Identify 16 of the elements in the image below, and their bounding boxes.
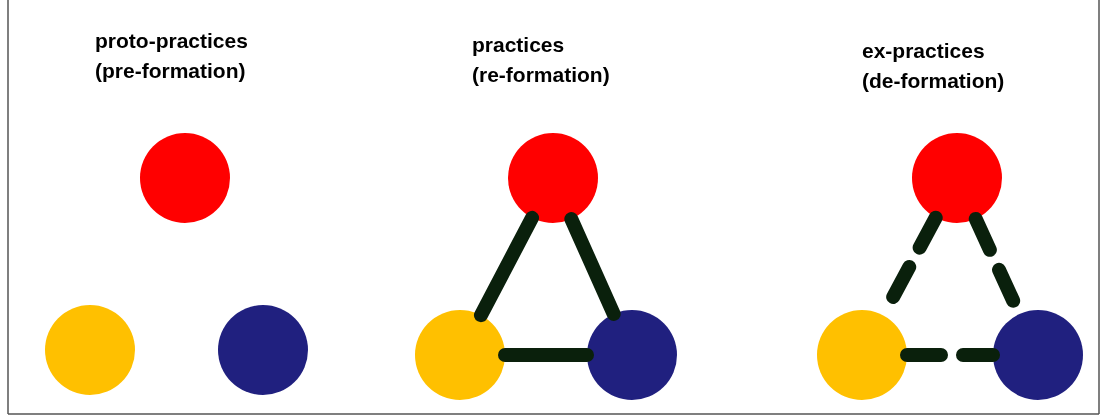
group-heading: practices (re-formation)	[472, 32, 611, 88]
circle-node	[140, 133, 230, 223]
group-heading: proto-practices (pre-formation)	[95, 28, 249, 84]
connector-line	[564, 212, 621, 321]
circle-node	[508, 133, 598, 223]
circle-node	[817, 310, 907, 400]
circle-node	[912, 133, 1002, 223]
circle-node	[993, 310, 1083, 400]
circle-node	[45, 305, 135, 395]
dashed-connector	[900, 348, 1000, 362]
connector-line	[498, 348, 594, 362]
group-heading: ex-practices (de-formation)	[862, 38, 1006, 94]
connector-line	[473, 210, 540, 323]
circle-node	[415, 310, 505, 400]
circle-node	[218, 305, 308, 395]
circle-node	[587, 310, 677, 400]
